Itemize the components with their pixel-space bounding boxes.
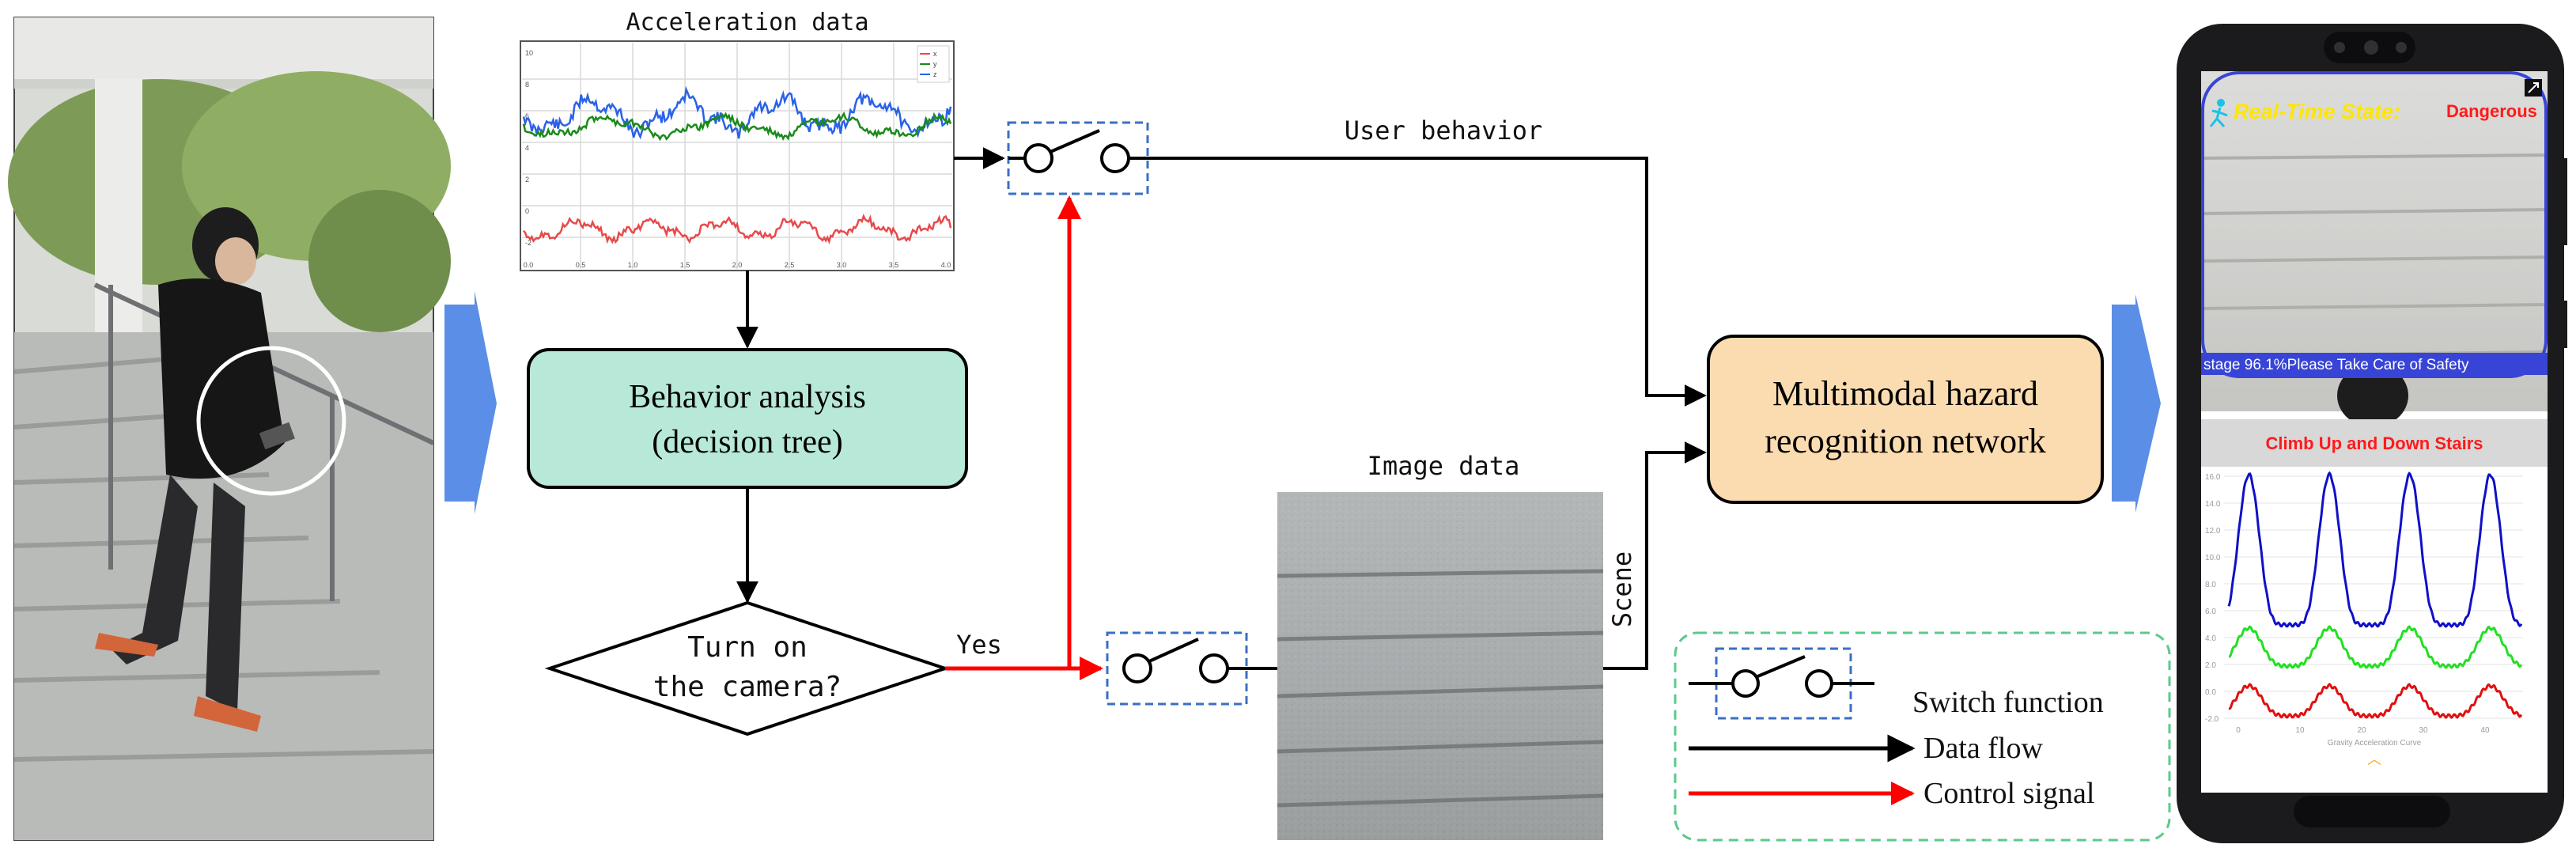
- accel-x-tick: 1.5: [680, 261, 690, 269]
- running-person-icon: [2209, 99, 2228, 128]
- person-photo: [8, 17, 451, 841]
- legend-control-signal-label: Control signal: [1923, 777, 2094, 810]
- scene-label: Scene: [1607, 551, 1637, 627]
- decision-line1: Turn on: [687, 631, 808, 664]
- yes-label: Yes: [956, 630, 1002, 660]
- expand-icon[interactable]: [2525, 79, 2542, 97]
- phone-y-tick: 16.0: [2205, 473, 2221, 482]
- phone-y-tick: 14.0: [2205, 500, 2221, 509]
- phone-x-tick: 40: [2480, 726, 2490, 735]
- accel-x-tick: 2.5: [785, 261, 795, 269]
- behavior-box-line2: (decision tree): [652, 424, 842, 460]
- flow-scene: [1603, 441, 1707, 670]
- accel-y-tick: 4: [525, 144, 529, 152]
- accel-x-tick: 3.5: [889, 261, 899, 269]
- legend-box: Switch function Data flow Control signal: [1674, 631, 2171, 842]
- phone-y-tick: 10.0: [2205, 554, 2221, 562]
- accel-x-tick: 1.0: [628, 261, 638, 269]
- accel-x-tick: 4.0: [941, 261, 951, 269]
- accel-x-tick: 0.0: [524, 261, 534, 269]
- accel-series-x: [523, 213, 952, 244]
- phone-y-tick: 0.0: [2205, 688, 2216, 697]
- accel-y-tick: 0: [525, 207, 529, 215]
- accel-x-tick: 0.5: [576, 261, 586, 269]
- phone-x-tick: 30: [2419, 726, 2428, 735]
- behavior-box-line1: Behavior analysis: [629, 379, 866, 415]
- accel-legend-y: y: [933, 60, 937, 68]
- accel-y-tick: 2: [525, 176, 529, 184]
- accel-y-tick: 6: [525, 112, 529, 120]
- phone-series-x: [2228, 683, 2523, 719]
- state-value: Dangerous: [2446, 101, 2537, 121]
- behavior-analysis-box: Behavior analysis (decision tree): [527, 348, 968, 489]
- phone-y-tick: 4.0: [2205, 634, 2216, 643]
- phone-y-tick: 2.0: [2205, 661, 2216, 670]
- phone-series-y: [2228, 625, 2523, 669]
- image-data-title: Image data: [1367, 451, 1520, 481]
- legend-data-flow-label: Data flow: [1923, 732, 2043, 765]
- user-behavior-label: User behavior: [1345, 115, 1542, 146]
- phone-y-tick: 8.0: [2205, 581, 2216, 589]
- accel-x-tick: 2.0: [732, 261, 743, 269]
- input-arrow-icon: [444, 291, 497, 514]
- confidence-text: stage 96.1%Please Take Care of Safety: [2203, 357, 2469, 373]
- phone-x-tick: 0: [2236, 726, 2241, 735]
- network-line1: Multimodal hazard: [1772, 374, 2038, 413]
- hazard-network-box: Multimodal hazard recognition network: [1707, 335, 2104, 504]
- state-label: Real-Time State:: [2234, 100, 2400, 123]
- phone-y-tick: -2.0: [2205, 715, 2219, 724]
- legend-switch-label: Switch function: [1912, 686, 2104, 719]
- phone-x-tick: 10: [2295, 726, 2305, 735]
- bottom-switch-icon: [1106, 631, 1277, 706]
- phone-series-z: [2227, 471, 2523, 628]
- accel-y-tick: 8: [525, 81, 529, 89]
- stairs-image: [1277, 492, 1604, 840]
- network-line2: recognition network: [1765, 422, 2046, 460]
- chevron-up-icon[interactable]: ︿: [2367, 751, 2381, 767]
- decision-line2: the camera?: [653, 671, 842, 703]
- accel-y-tick: 10: [525, 49, 533, 57]
- top-switch-icon: [1007, 121, 1149, 195]
- smartphone: Real-Time State: Dangerous stage 96.1%Pl…: [2177, 24, 2567, 843]
- accel-x-tick: 3.0: [837, 261, 847, 269]
- accel-series-z: [522, 85, 952, 140]
- phone-y-tick: 12.0: [2205, 527, 2221, 536]
- accel-y-tick: -2: [525, 239, 531, 247]
- acceleration-chart: 0.0 0.5 1.0 1.5 2.0 2.5 3.0 3.5 4.0 10 8 6 4 2 0 -2 x y…: [520, 40, 955, 271]
- flow-user-behavior: [1129, 157, 1707, 407]
- phone-chart-caption: Gravity Acceleration Curve: [2328, 739, 2422, 748]
- accel-legend-z: z: [933, 70, 937, 78]
- activity-label: Climb Up and Down Stairs: [2265, 433, 2483, 453]
- phone-y-tick: 6.0: [2205, 608, 2216, 616]
- phone-x-tick: 20: [2357, 726, 2366, 735]
- acceleration-title: Acceleration data: [626, 9, 868, 36]
- accel-legend-x: x: [933, 50, 937, 58]
- accel-series-y: [522, 111, 952, 142]
- output-arrow-icon: [2112, 294, 2161, 513]
- camera-decision: Turn on the camera?: [544, 600, 951, 736]
